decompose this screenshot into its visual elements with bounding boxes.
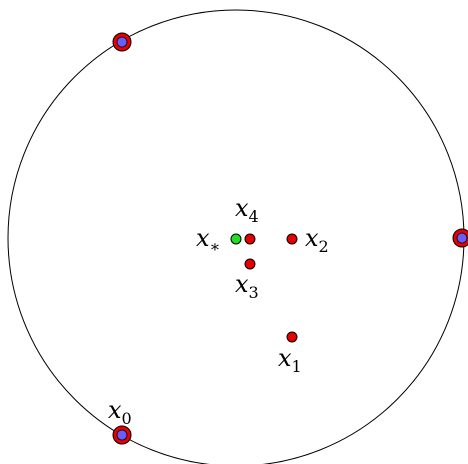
point-xstar [230, 233, 242, 245]
label-x2: x2 [305, 224, 329, 256]
boundary-point-right [452, 228, 468, 248]
point-x4 [244, 233, 256, 245]
label-x1: x1 [278, 344, 302, 376]
point-x3 [244, 258, 256, 270]
label-x0: x0 [108, 396, 132, 428]
boundary-point-top-left [112, 32, 132, 52]
point-x0 [112, 425, 132, 445]
label-xstar: x∗ [196, 224, 220, 256]
point-x2 [286, 233, 298, 245]
label-x3: x3 [235, 270, 259, 302]
label-x4: x4 [235, 194, 259, 226]
point-x1 [286, 331, 298, 343]
